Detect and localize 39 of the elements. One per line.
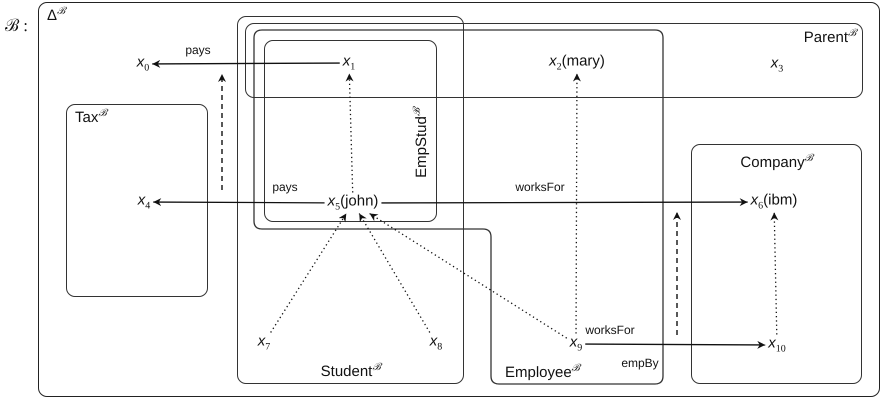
arrow <box>585 340 766 349</box>
element-label: x$_{9}$ <box>570 334 582 354</box>
concept-label: Company$^{ℬ}$ <box>740 153 813 172</box>
edge-label: pays <box>185 43 211 57</box>
element-label: x$_{1}$ <box>342 54 356 72</box>
dotted-arrow <box>346 73 354 193</box>
edge-label: pays <box>272 180 298 194</box>
concept-region <box>691 144 862 384</box>
dotted-arrow <box>369 212 568 339</box>
concept-label: Tax$^{ℬ}$ <box>75 108 106 126</box>
element-label: x$_{0}$ <box>136 54 150 74</box>
element-label: x$_{5}$(john) <box>328 194 378 212</box>
element-label: x$_{6}$(ibm) <box>750 192 798 212</box>
interpretation-label: ℬ : <box>5 17 28 36</box>
concept-region <box>264 40 437 222</box>
concept-label: Student$^{ℬ}$ <box>320 362 380 380</box>
concept-region <box>245 23 863 98</box>
element-label: x$_{3}$ <box>770 56 784 74</box>
dotted-arrow <box>770 212 778 335</box>
element-label: x$_{10}$ <box>768 336 786 354</box>
edge-label: worksFor <box>585 323 635 337</box>
concept-region <box>237 16 464 384</box>
edge-label: worksFor <box>515 180 565 194</box>
element-label: x$_{7}$ <box>258 334 270 352</box>
element-label: x$_{2}$(mary) <box>549 54 605 72</box>
dotted-arrow <box>572 74 581 334</box>
arrow <box>381 198 748 206</box>
concept-label: Δ$^{ℬ}$ <box>47 6 66 24</box>
role-label: empBy <box>621 356 659 370</box>
concept-region <box>254 30 663 384</box>
concept-region <box>66 104 208 297</box>
dotted-arrow <box>270 213 347 333</box>
concept-label: Employee$^{ℬ}$ <box>505 362 580 381</box>
arrow <box>153 198 325 206</box>
concept-label: Parent$^{ℬ}$ <box>804 28 856 46</box>
element-label: x$_{8}$ <box>430 334 442 352</box>
dotted-arrow <box>358 213 430 333</box>
arrow <box>152 60 340 68</box>
element-label: x$_{4}$ <box>138 192 150 212</box>
